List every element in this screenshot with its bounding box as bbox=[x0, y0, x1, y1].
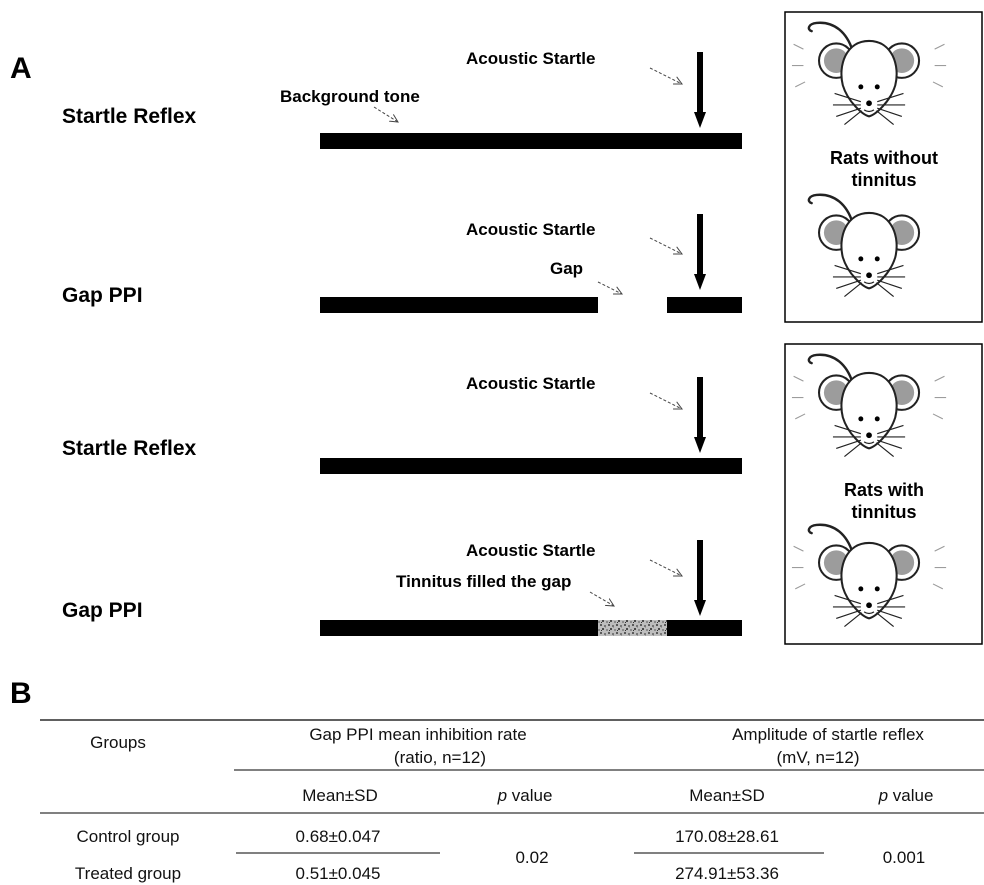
rat-caption-line2: tinnitus bbox=[852, 170, 917, 190]
rats-without-tinnitus-box: Rats without tinnitus bbox=[784, 11, 983, 323]
subheader-p-value-gap: p value bbox=[497, 786, 553, 805]
header-gap-ppi-line1: Gap PPI mean inhibition rate bbox=[309, 725, 526, 744]
startle-pointer bbox=[649, 67, 682, 84]
header-amplitude-line1: Amplitude of startle reflex bbox=[732, 725, 924, 744]
acoustic-startle-label: Acoustic Startle bbox=[466, 220, 595, 239]
tinnitus-pointer bbox=[589, 591, 614, 606]
control-amp-mean-sd: 170.08±28.61 bbox=[675, 827, 779, 846]
acoustic-startle-label: Acoustic Startle bbox=[466, 374, 595, 393]
results-table: Groups Gap PPI mean inhibition rate (rat… bbox=[40, 719, 984, 883]
treated-gap-mean-sd: 0.51±0.045 bbox=[296, 864, 381, 883]
tinnitus-noise-block bbox=[598, 620, 667, 636]
acoustic-startle-label: Acoustic Startle bbox=[466, 49, 595, 68]
row-label: Gap PPI bbox=[62, 599, 143, 622]
subheader-mean-sd-amplitude: Mean±SD bbox=[689, 786, 764, 805]
row-gap-ppi-1: Gap PPI Acoustic Startle Gap bbox=[62, 214, 742, 313]
pre-gap-tone-bar bbox=[320, 620, 598, 636]
startle-pointer bbox=[649, 392, 682, 409]
background-tone-bar bbox=[320, 133, 742, 149]
acoustic-startle-label: Acoustic Startle bbox=[466, 541, 595, 560]
background-tone-label: Background tone bbox=[280, 87, 420, 106]
panel-a-letter: A bbox=[10, 52, 32, 85]
startle-pointer bbox=[649, 559, 682, 576]
tinnitus-filled-label: Tinnitus filled the gap bbox=[396, 572, 571, 591]
panel-b-letter: B bbox=[10, 677, 32, 710]
row-label: Gap PPI bbox=[62, 284, 143, 307]
row-label: Startle Reflex bbox=[62, 105, 197, 128]
row-startle-reflex-1: Startle Reflex Acoustic Startle Backgrou… bbox=[62, 49, 742, 149]
startle-pointer bbox=[649, 237, 682, 254]
row-label: Startle Reflex bbox=[62, 437, 197, 460]
row-treated-group: Treated group bbox=[75, 864, 181, 883]
rat-caption-line1: Rats without bbox=[830, 148, 938, 168]
subheader-p-value-amplitude: p value bbox=[878, 786, 934, 805]
subheader-mean-sd-gap: Mean±SD bbox=[302, 786, 377, 805]
row-startle-reflex-2: Startle Reflex Acoustic Startle bbox=[62, 374, 742, 474]
background-tone-pointer bbox=[373, 106, 398, 122]
row-control-group: Control group bbox=[76, 827, 179, 846]
rats-with-tinnitus-box: Rats with tinnitus bbox=[784, 343, 983, 645]
background-tone-bar bbox=[320, 458, 742, 474]
control-gap-mean-sd: 0.68±0.047 bbox=[296, 827, 381, 846]
pre-gap-tone-bar bbox=[320, 297, 598, 313]
treated-amp-mean-sd: 274.91±53.36 bbox=[675, 864, 779, 883]
rat-caption-line1: Rats with bbox=[844, 480, 924, 500]
header-gap-ppi-line2: (ratio, n=12) bbox=[394, 748, 486, 767]
row-gap-ppi-2: Gap PPI Acoustic Startle Tinnitus filled… bbox=[62, 540, 742, 636]
gap-pointer bbox=[597, 281, 622, 294]
header-amplitude-line2: (mV, n=12) bbox=[777, 748, 860, 767]
gap-label: Gap bbox=[550, 259, 583, 278]
post-gap-tone-bar bbox=[667, 297, 742, 313]
amp-p-value: 0.001 bbox=[883, 848, 926, 867]
rat-caption-line2: tinnitus bbox=[852, 502, 917, 522]
post-gap-tone-bar bbox=[667, 620, 742, 636]
header-groups: Groups bbox=[90, 733, 146, 752]
gap-p-value: 0.02 bbox=[515, 848, 548, 867]
